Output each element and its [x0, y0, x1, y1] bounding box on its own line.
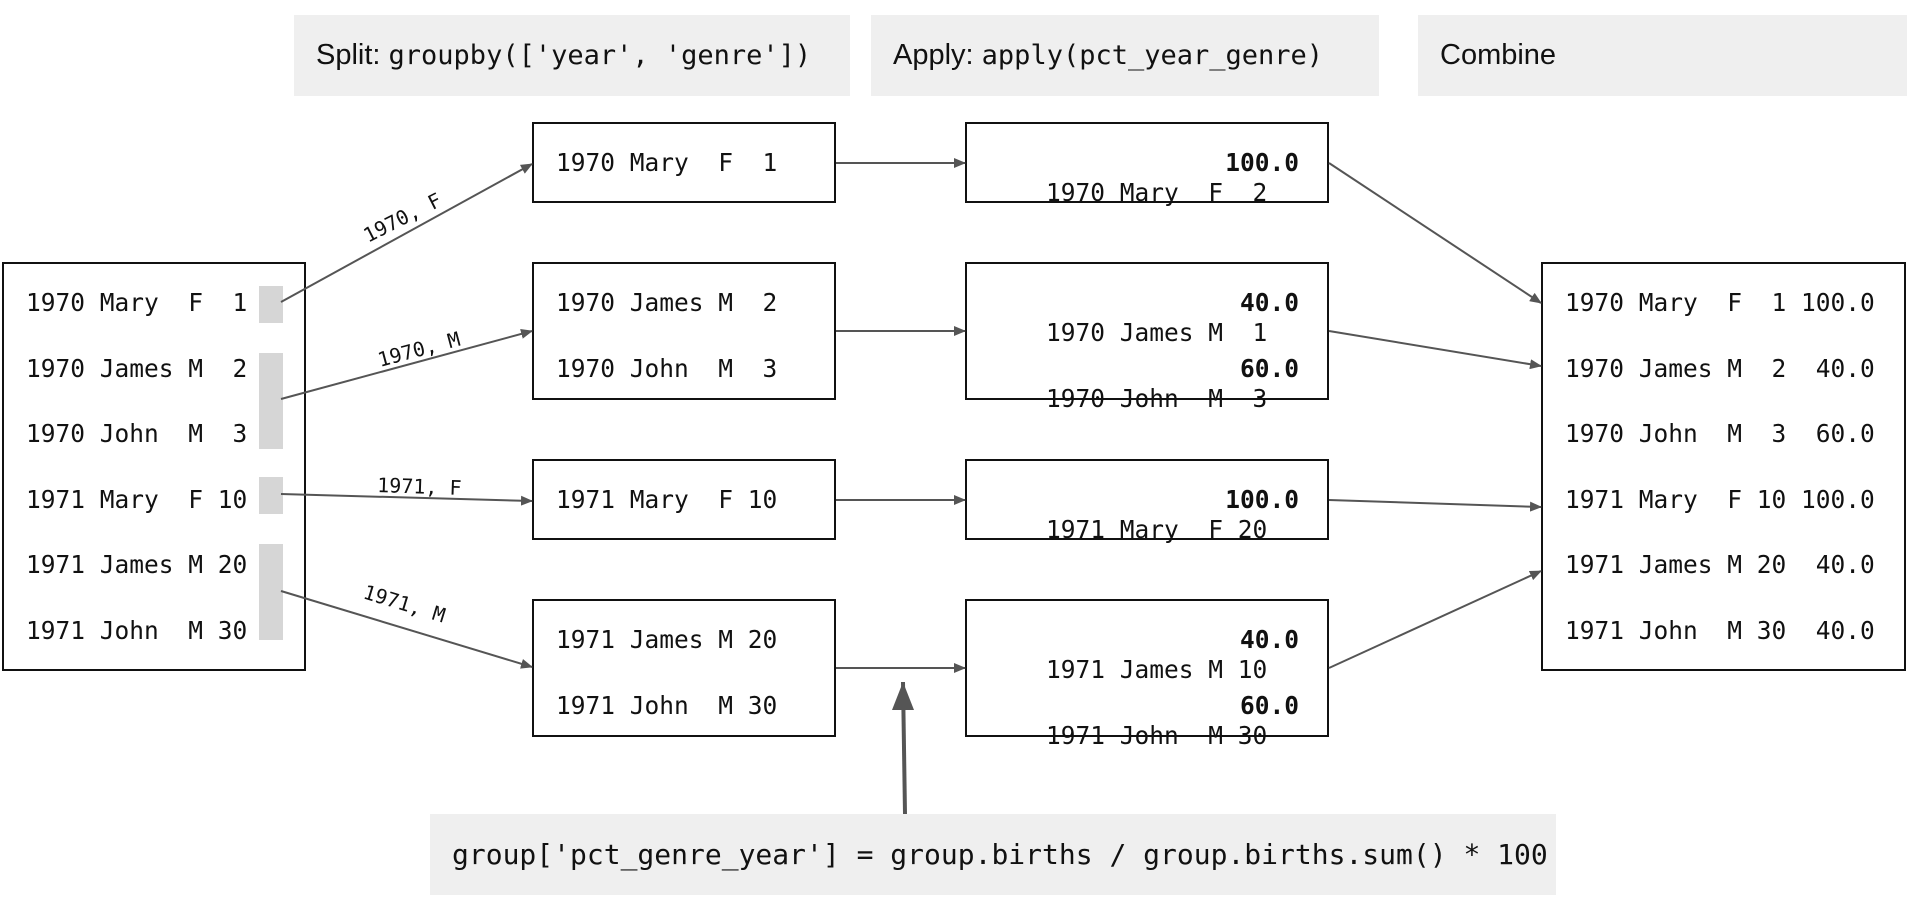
apply-header-code: apply(pct_year_genre)	[981, 40, 1324, 71]
split-header-label: Split:	[316, 39, 389, 71]
source-row: 1971 Mary F 10	[26, 485, 248, 514]
combined-row: 1971 James M 20 40.0	[1565, 550, 1875, 579]
source-row: 1970 Mary F 1	[26, 288, 248, 317]
applied-row-pct: 100.0	[1225, 148, 1299, 177]
function-arrowhead	[892, 682, 914, 710]
combined-row: 1971 Mary F 10 100.0	[1565, 485, 1875, 514]
source-table: 1970 Mary F 1 1970 James M 2 1970 John M…	[2, 262, 306, 671]
source-row: 1970 James M 2	[26, 354, 248, 383]
apply-function-code-text: group['pct_genre_year'] = group.births /…	[452, 838, 1548, 871]
applied-row-values: 1970 John M 3	[1046, 384, 1268, 413]
group-row: 1971 James M 20	[556, 625, 778, 654]
apply-header: Apply: apply(pct_year_genre)	[871, 15, 1379, 96]
applied-group-1971-f: 1971 Mary F 20 100.0	[965, 459, 1329, 544]
group-row: 1971 John M 30	[556, 691, 778, 720]
group-bar	[259, 353, 283, 449]
applied-row-values: 1971 James M 10	[1046, 655, 1268, 684]
combined-row: 1970 Mary F 1 100.0	[1565, 288, 1875, 317]
split-arrow-1970-f	[280, 163, 533, 303]
applied-row-values: 1970 James M 1	[1046, 318, 1268, 347]
source-row: 1971 James M 20	[26, 550, 248, 579]
apply-function-code: group['pct_genre_year'] = group.births /…	[430, 814, 1556, 895]
source-row: 1971 John M 30	[26, 616, 248, 645]
combined-row: 1971 John M 30 40.0	[1565, 616, 1875, 645]
group-row: 1970 Mary F 1	[556, 148, 778, 177]
combine-arrow-1971-m	[1328, 570, 1542, 669]
combined-row: 1970 John M 3 60.0	[1565, 419, 1875, 448]
combine-arrow-1970-f	[1328, 162, 1542, 304]
group-bar	[259, 286, 283, 323]
applied-row-values: 1971 John M 30	[1046, 721, 1268, 750]
applied-row-pct: 60.0	[1239, 354, 1299, 383]
applied-group-1970-m: 1970 James M 1 40.0 1970 John M 3 60.0	[965, 262, 1329, 413]
group-row: 1970 James M 2	[556, 288, 778, 317]
split-label-1971-m: 1971, M	[361, 580, 449, 628]
applied-row-pct: 100.0	[1225, 485, 1299, 514]
split-header-code: groupby(['year', 'genre'])	[388, 40, 812, 71]
split-group-1970-m: 1970 James M 2 1970 John M 3	[532, 262, 836, 400]
applied-row: 1970 Mary F 2 100.0	[967, 148, 1327, 207]
combine-header-label: Combine	[1440, 39, 1557, 71]
applied-row-pct: 40.0	[1239, 625, 1299, 654]
applied-row: 1970 James M 1 40.0	[967, 288, 1327, 347]
split-label-1971-f: 1971, F	[377, 473, 462, 500]
group-row: 1970 John M 3	[556, 354, 778, 383]
applied-row-pct: 60.0	[1239, 691, 1299, 720]
split-label-1970-m: 1970, M	[375, 327, 463, 372]
applied-group-1971-m: 1971 James M 10 40.0 1971 John M 30 60.0	[965, 599, 1329, 750]
split-arrow-1970-m	[280, 329, 533, 400]
applied-group-1970-f: 1970 Mary F 2 100.0	[965, 122, 1329, 207]
split-header: Split: groupby(['year', 'genre'])	[294, 15, 850, 96]
combined-row: 1970 James M 2 40.0	[1565, 354, 1875, 383]
group-bar	[259, 477, 283, 514]
applied-row: 1970 John M 3 60.0	[967, 354, 1327, 413]
split-group-1971-m: 1971 James M 20 1971 John M 30	[532, 599, 836, 737]
group-bar	[259, 544, 283, 640]
combine-arrow-1971-f	[1328, 499, 1542, 512]
combine-arrow-1970-m	[1328, 330, 1542, 370]
group-row: 1971 Mary F 10	[556, 485, 778, 514]
applied-row-values: 1971 Mary F 20	[1046, 515, 1268, 544]
split-group-1970-f: 1970 Mary F 1	[532, 122, 836, 203]
applied-row-pct: 40.0	[1239, 288, 1299, 317]
applied-row: 1971 John M 30 60.0	[967, 691, 1327, 750]
combined-table: 1970 Mary F 1 100.0 1970 James M 2 40.0 …	[1541, 262, 1906, 671]
apply-header-label: Apply:	[893, 39, 982, 71]
combine-header: Combine	[1418, 15, 1907, 96]
applied-row-values: 1970 Mary F 2	[1046, 178, 1268, 207]
split-arrow-1971-m	[280, 590, 533, 669]
split-arrow-1971-f	[280, 493, 533, 506]
applied-row: 1971 James M 10 40.0	[967, 625, 1327, 684]
source-row: 1970 John M 3	[26, 419, 248, 448]
split-group-1971-f: 1971 Mary F 10	[532, 459, 836, 540]
applied-row: 1971 Mary F 20 100.0	[967, 485, 1327, 544]
